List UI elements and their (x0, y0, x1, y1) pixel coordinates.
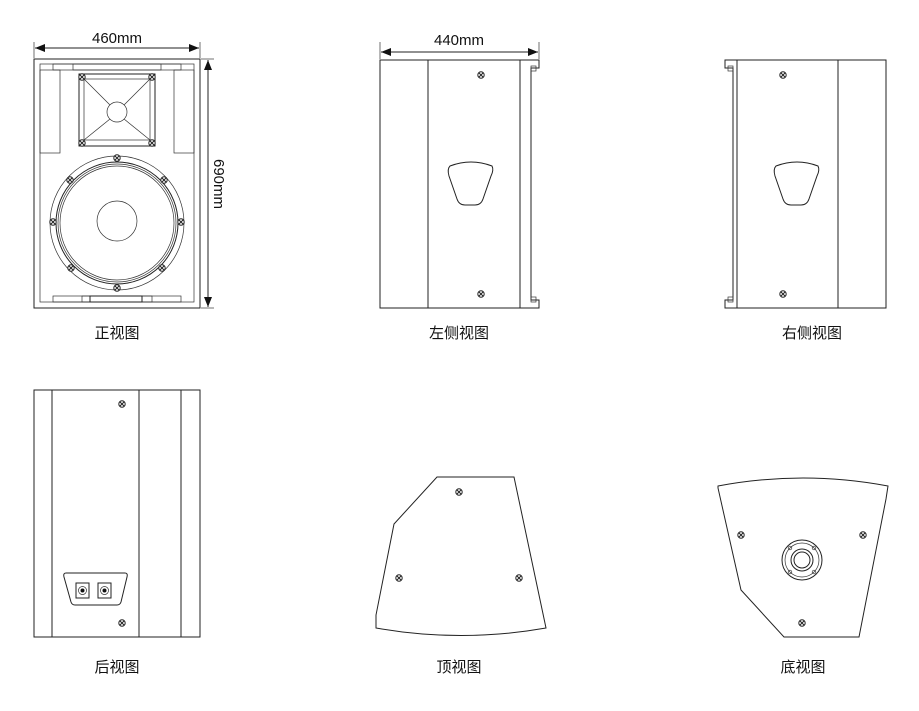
back-view: 后视图 (33, 389, 201, 676)
front-view: 460mm 690mm (33, 30, 227, 342)
top-view: 顶视图 (375, 476, 547, 676)
handle (447, 161, 494, 206)
top-view-label: 顶视图 (436, 658, 481, 676)
height-dimension-label: 690mm (210, 159, 227, 209)
input-panel (63, 572, 128, 606)
handle (773, 161, 820, 206)
pole-mount-socket (781, 539, 823, 581)
horn-tweeter (78, 73, 156, 147)
bottom-view-label: 底视图 (780, 658, 825, 676)
back-view-label: 后视图 (94, 658, 139, 676)
front-view-label: 正视图 (94, 324, 139, 342)
left-side-view: 440mm 左侧视图 (379, 32, 540, 342)
left-side-view-label: 左侧视图 (429, 324, 489, 342)
width-dimension-label: 460mm (92, 30, 142, 47)
depth-dimension-label: 440mm (434, 32, 484, 49)
bottom-view: 底视图 (717, 477, 889, 676)
right-side-view: 右侧视图 (724, 59, 887, 342)
right-side-view-label: 右侧视图 (782, 324, 842, 342)
woofer (49, 154, 185, 292)
